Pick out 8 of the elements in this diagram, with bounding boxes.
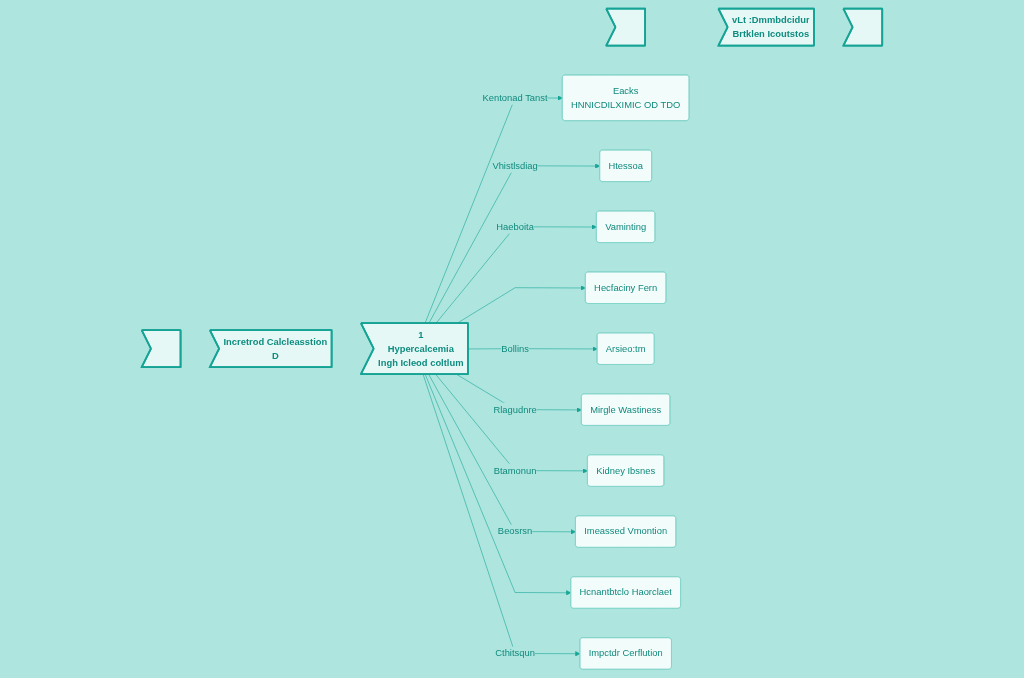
edge-label: Vhistlsdiag [492, 160, 538, 171]
edge-label: Rlagudnre [493, 404, 537, 415]
edge-label: Cthitsqun [495, 648, 535, 659]
edge-label: Haeboita [496, 221, 534, 232]
edge-label: Bollins [501, 343, 529, 354]
edge-label: Beosrsn [497, 526, 533, 537]
edge-label: Kentonad Tanst [482, 92, 548, 103]
edge-label: Btamonun [493, 465, 537, 476]
